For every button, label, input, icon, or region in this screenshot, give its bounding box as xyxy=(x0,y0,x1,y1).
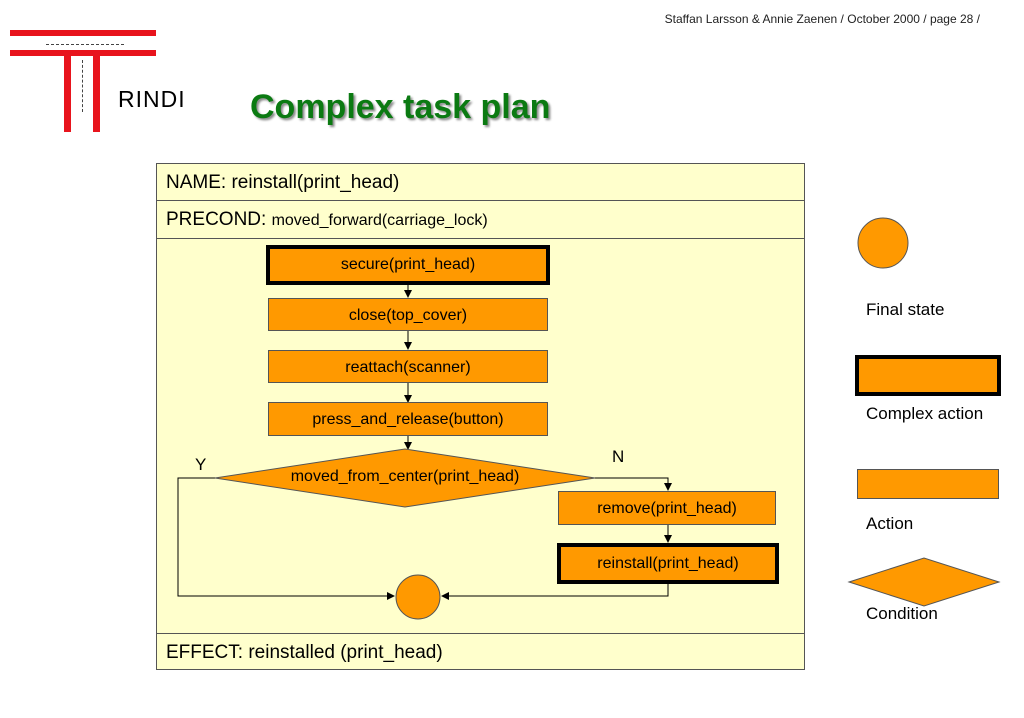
effect-value: reinstalled (print_head) xyxy=(248,642,443,663)
name-label: NAME: xyxy=(166,172,232,193)
step-close-top-cover: close(top_cover) xyxy=(268,298,548,331)
step-press-and-release-button: press_and_release(button) xyxy=(268,402,548,436)
plan-name-row: NAME: reinstall(print_head) xyxy=(157,164,804,201)
condition-diamond xyxy=(214,448,596,508)
slide-credit: Staffan Larsson & Annie Zaenen / October… xyxy=(664,12,980,26)
logo-text: RINDI xyxy=(118,86,186,112)
step-reinstall-print-head: reinstall(print_head) xyxy=(557,543,779,584)
precond-label: PRECOND: xyxy=(166,209,272,230)
step-secure-print-head: secure(print_head) xyxy=(266,245,550,285)
step-remove-print-head: remove(print_head) xyxy=(558,491,776,525)
legend-complex-action-label: Complex action xyxy=(866,404,984,423)
branch-yes-label: Y xyxy=(195,455,207,474)
effect-label: EFFECT: xyxy=(166,642,249,663)
legend-final-state-label: Final state xyxy=(866,300,945,319)
slide-title: Complex task plan xyxy=(250,88,551,126)
legend-condition-diamond xyxy=(847,557,1001,607)
condition-label: moved_from_center(print_head) xyxy=(290,468,520,485)
legend-condition-label: Condition xyxy=(866,604,938,623)
step-reattach-scanner: reattach(scanner) xyxy=(268,350,548,383)
plan-precond-row: PRECOND: moved_forward(carriage_lock) xyxy=(157,201,804,239)
legend-final-state-circle xyxy=(857,217,909,269)
legend-action-label: Action xyxy=(866,514,914,533)
plan-effect-row: EFFECT: reinstalled (print_head) xyxy=(157,633,804,669)
final-state-circle xyxy=(395,574,441,620)
branch-no-label: N xyxy=(612,447,625,466)
legend-complex-action-box xyxy=(855,355,1001,396)
name-value: reinstall(print_head) xyxy=(231,172,400,193)
legend-action-box xyxy=(857,469,999,499)
precond-value: moved_forward(carriage_lock) xyxy=(271,212,488,229)
